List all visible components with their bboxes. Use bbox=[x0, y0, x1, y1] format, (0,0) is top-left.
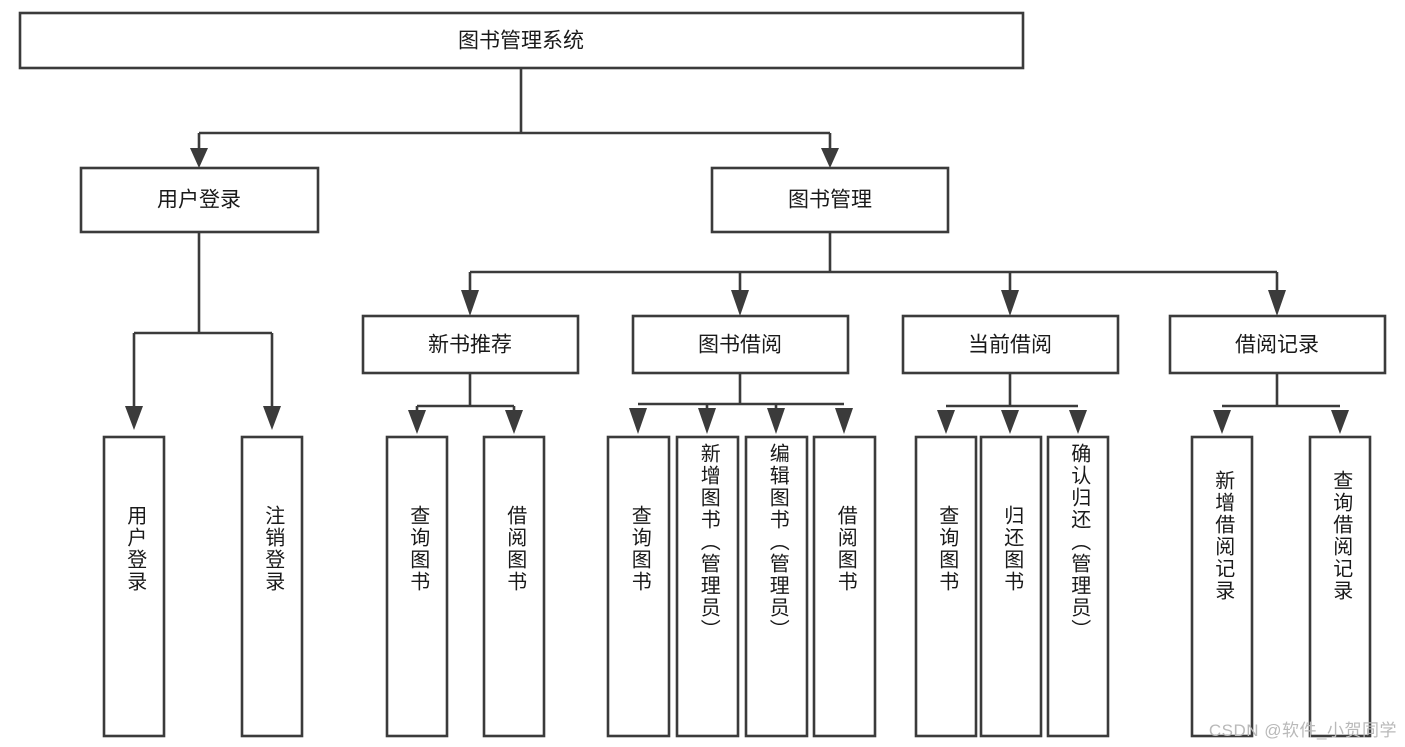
arrow-head-currentborrow-leaf2 bbox=[1001, 410, 1019, 434]
node-book-manage-label: 图书管理 bbox=[788, 189, 872, 212]
leaf-box-logout[interactable] bbox=[240, 435, 304, 738]
arrow-head-newbook-leaf2 bbox=[505, 410, 523, 434]
arrow-head-book-borrow bbox=[731, 290, 749, 316]
leaf-box-newbook-borrow[interactable] bbox=[482, 435, 546, 738]
leaf-box-borrowrecord-query[interactable] bbox=[1308, 435, 1372, 738]
node-book-borrow-box[interactable] bbox=[631, 314, 850, 375]
arrow-head-newbook-leaf1 bbox=[408, 410, 426, 434]
arrow-head-currentborrow-leaf3 bbox=[1069, 410, 1087, 434]
node-user-login-box[interactable] bbox=[79, 166, 320, 234]
arrow-head-book-manage bbox=[821, 148, 839, 168]
node-current-borrow-label: 当前借阅 bbox=[968, 334, 1052, 357]
watermark-text: CSDN @软件_小贺同学 bbox=[1208, 721, 1397, 740]
node-book-manage-box[interactable] bbox=[710, 166, 950, 234]
leaf-box-bookborrow-borrow[interactable] bbox=[812, 435, 877, 738]
arrow-head-bookborrow-leaf3 bbox=[767, 408, 785, 434]
arrow-head-current-borrow bbox=[1001, 290, 1019, 316]
leaf-box-currentborrow-query[interactable] bbox=[914, 435, 978, 738]
arrow-head-leaf-user-login bbox=[125, 406, 143, 430]
arrow-head-user-login bbox=[190, 148, 208, 168]
arrow-head-borrowrecord-leaf1 bbox=[1213, 410, 1231, 434]
leaf-box-currentborrow-confirm[interactable] bbox=[1046, 435, 1110, 738]
node-new-book-box[interactable] bbox=[361, 314, 580, 375]
node-root-box[interactable] bbox=[18, 11, 1025, 70]
leaf-box-currentborrow-return[interactable] bbox=[979, 435, 1043, 738]
leaf-box-newbook-query[interactable] bbox=[385, 435, 449, 738]
arrow-head-bookborrow-leaf2 bbox=[698, 408, 716, 434]
arrow-head-leaf-logout bbox=[263, 406, 281, 430]
node-current-borrow-box[interactable] bbox=[901, 314, 1120, 375]
node-borrow-record-box[interactable] bbox=[1168, 314, 1387, 375]
leaf-box-bookborrow-query[interactable] bbox=[606, 435, 671, 738]
arrow-head-bookborrow-leaf4 bbox=[835, 408, 853, 434]
leaf-box-borrowrecord-add[interactable] bbox=[1190, 435, 1254, 738]
arrow-head-borrowrecord-leaf2 bbox=[1331, 410, 1349, 434]
node-root-label: 图书管理系统 bbox=[458, 30, 584, 53]
node-new-book-label: 新书推荐 bbox=[428, 334, 512, 357]
arrow-head-new-book bbox=[461, 290, 479, 316]
node-user-login-label: 用户登录 bbox=[157, 189, 241, 212]
arrow-head-borrow-record bbox=[1268, 290, 1286, 316]
node-book-borrow-label: 图书借阅 bbox=[698, 334, 782, 357]
leaf-box-bookborrow-edit[interactable] bbox=[744, 435, 809, 738]
arrow-head-bookborrow-leaf1 bbox=[629, 408, 647, 434]
leaf-box-user-login[interactable] bbox=[102, 435, 166, 738]
node-borrow-record-label: 借阅记录 bbox=[1235, 334, 1319, 357]
leaf-box-bookborrow-add[interactable] bbox=[675, 435, 740, 738]
arrow-head-currentborrow-leaf1 bbox=[937, 410, 955, 434]
